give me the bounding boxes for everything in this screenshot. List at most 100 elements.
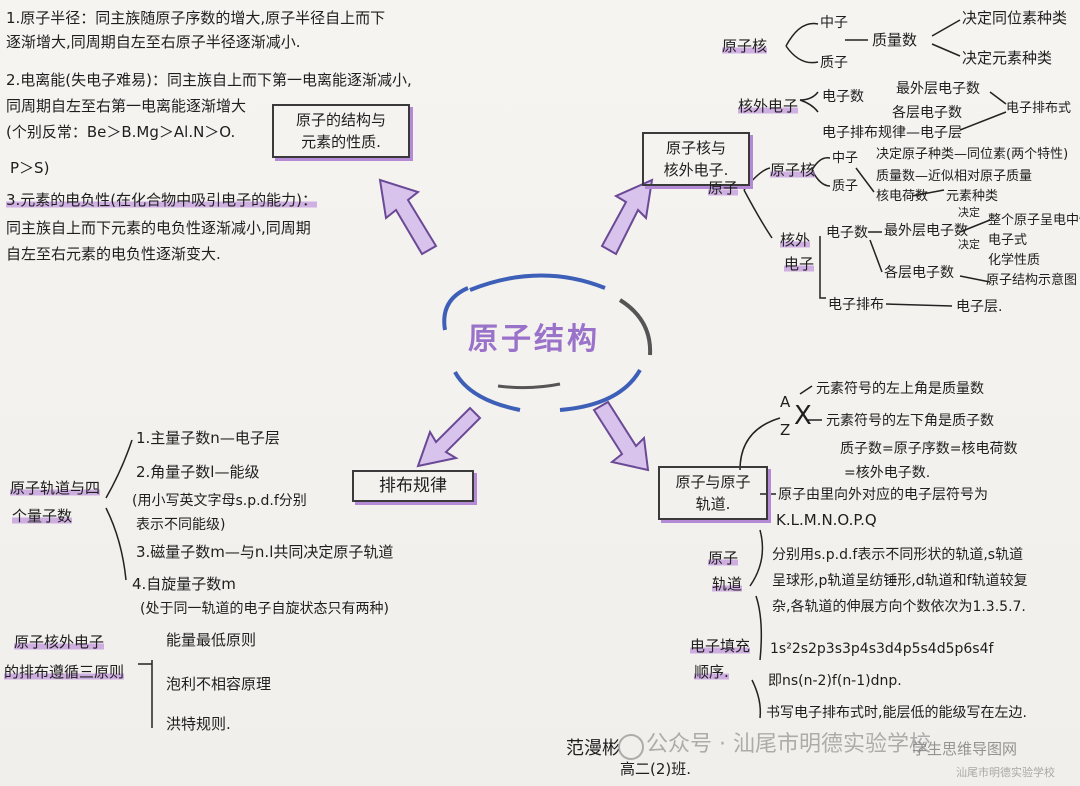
label-quantum-1: 原子轨道与四 — [10, 478, 101, 498]
center-ring-inner — [497, 382, 561, 390]
electronegativity-line3: 自左至右元素的电负性逐渐变大. — [6, 245, 221, 263]
watermark-sub: 汕尾市明德实验学校 — [956, 766, 1055, 779]
label-p1: 能量最低原则 — [166, 631, 257, 649]
box-title-line: 轨道. — [695, 495, 731, 513]
ionization-line1: 2.电离能(失电子难易)：同主族自上而下第一电离能逐渐减小, — [6, 71, 412, 89]
nucleus-electrons-box: 原子核与 核外电子. — [642, 132, 750, 186]
label-electron-count-2: 电子数 — [826, 225, 868, 241]
label-a: A — [780, 393, 791, 411]
arrow-to-rules — [416, 406, 482, 468]
label-neutron: 中子 — [820, 15, 848, 31]
label-layer: 电子层. — [956, 299, 1003, 315]
label-principles-1: 原子核外电子 — [14, 632, 105, 652]
label-upper-left: 元素符号的左上角是质量数 — [816, 381, 984, 397]
label-outer-electrons: 核外电子 — [738, 96, 799, 116]
label-decides-isotope: 决定同位素种类 — [962, 9, 1068, 27]
label-decide-small: 决定 — [958, 206, 980, 219]
center-topic: 原子结构 — [468, 322, 600, 357]
center-ring-left — [442, 286, 469, 331]
label-q2: 2.角量子数l—能级 — [136, 463, 260, 481]
label-orb2: 呈球形,p轨道呈纺锤形,d轨道和f轨道较复 — [772, 573, 1028, 589]
label-whole-atom: 整个原子呈电中性 — [988, 213, 1080, 228]
label-outer-2b: 电子 — [784, 254, 815, 274]
label-outermost-2: 最外层电子数 — [884, 223, 968, 239]
arrangement-rules-box: 排布规律 — [352, 470, 474, 502]
label-note: 书写电子排布式时,能层低的能级写在左边. — [766, 705, 1027, 721]
label-electron-count: 电子数 — [822, 89, 864, 105]
label-p3: 洪特规则. — [166, 715, 231, 733]
label-nucleus: 原子核 — [722, 36, 768, 56]
watermark-main: 公众号 · 汕尾市明德实验学校 — [646, 732, 931, 757]
box-title-line: 原子核与 — [665, 139, 726, 157]
box-title-line: 元素的性质. — [301, 133, 381, 151]
label-atom-orbital-2: 轨道 — [712, 574, 743, 594]
label-chemical-property: 化学性质 — [988, 253, 1041, 268]
label-arrangement: 电子排布 — [828, 297, 884, 313]
label-proton-2: 质子 — [832, 179, 859, 194]
label-electron-formula: 电子式 — [988, 233, 1028, 248]
label-eq2: =核外电子数. — [844, 465, 931, 481]
label-quantum-2: 个量子数 — [12, 506, 73, 526]
label-z: Z — [780, 421, 791, 439]
arrow-to-orbitals — [592, 400, 650, 472]
label-x: X — [794, 401, 812, 431]
label-outer-2: 核外 — [780, 230, 811, 250]
ionization-line2: 同周期自左至右第一电离能逐渐增大 — [6, 97, 247, 115]
label-seq: 1s²2s2p3s3p4s3d4p5s4d5p6s4f — [770, 641, 994, 657]
label-fill-2: 顺序. — [694, 662, 729, 682]
structure-properties-box: 原子的结构与 元素的性质. — [272, 104, 410, 158]
label-each-layer: 各层电子数 — [892, 105, 962, 121]
label-lower-left: 元素符号的左下角是质子数 — [826, 413, 994, 429]
label-element-kind: 元素种类 — [946, 189, 999, 204]
class-name: 高二(2)班. — [620, 760, 692, 778]
atomic-radius-line1: 1.原子半径：同主族随原子序数的增大,原子半径自上而下 — [6, 9, 386, 27]
label-layers: K.L.M.N.O.P.Q — [776, 511, 877, 529]
label-atom-nucleus: 原子核 — [770, 160, 816, 180]
label-principles-2: 的排布遵循三原则 — [4, 662, 125, 682]
label-mass-number-2: 质量数—近似相对原子质量 — [876, 169, 1033, 184]
box-title-line: 原子的结构与 — [295, 111, 386, 129]
center-ring-right — [618, 298, 653, 356]
label-layers-line: 原子由里向外对应的电子层符号为 — [778, 487, 988, 503]
center-ring-bottom-right — [559, 368, 642, 412]
wechat-icon — [618, 734, 644, 760]
ionization-exceptions-2: P＞S) — [10, 159, 50, 177]
label-seq2: 即ns(n-2)f(n-1)dnp. — [768, 673, 902, 689]
electronegativity-line1: 3.元素的电负性(在化合物中吸引电子的能力)： — [6, 190, 318, 210]
arrow-to-structure — [378, 178, 438, 256]
box-title-line: 原子与原子 — [675, 473, 751, 491]
atomic-radius-line2: 逐渐增大,同周期自左至右原子半径逐渐减小. — [6, 33, 301, 51]
electronegativity-line2: 同主族自上而下元素的电负性逐渐减小,同周期 — [6, 219, 311, 237]
label-fill-1: 电子填充 — [690, 636, 751, 656]
label-eq1: 质子数=原子序数=核电荷数 — [840, 441, 1018, 457]
label-q2b: 表示不同能级) — [136, 517, 226, 533]
label-config-rule: 电子排布规律—电子层 — [822, 125, 962, 141]
label-config-formula: 电子排布式 — [1006, 101, 1072, 116]
center-ring-top — [469, 273, 606, 292]
label-proton: 质子 — [820, 55, 848, 71]
label-p2: 泡利不相容原理 — [166, 675, 272, 693]
label-q4a: (处于同一轨道的电子自旋状态只有两种) — [140, 601, 389, 617]
label-mass-number: 质量数 — [872, 31, 918, 49]
label-neutron-2: 中子 — [832, 151, 859, 166]
label-nuclear-charge: 核电荷数 — [876, 189, 929, 204]
label-decides-element: 决定元素种类 — [962, 49, 1053, 67]
box-title-line: 核外电子. — [663, 161, 729, 179]
label-orb1: 分别用s.p.d.f表示不同形状的轨道,s轨道 — [772, 547, 1024, 563]
label-atom-orbital-1: 原子 — [708, 548, 739, 568]
label-q2a: (用小写英文字母s.p.d.f分别 — [132, 493, 307, 509]
ionization-exceptions: (个别反常：Be＞B.Mg＞Al.N＞O. — [6, 123, 236, 141]
label-outermost: 最外层电子数 — [896, 81, 980, 97]
watermark-tag: 学生思维导图网 — [912, 740, 1018, 758]
label-decide-small-2: 决定 — [958, 238, 980, 251]
label-q1: 1.主量子数n—电子层 — [136, 429, 280, 447]
orbitals-box: 原子与原子 轨道. — [658, 466, 768, 520]
center-ring-bottom-left — [453, 370, 521, 412]
label-orb3: 杂,各轨道的伸展方向个数依次为1.3.5.7. — [772, 599, 1026, 615]
label-q3: 3.磁量子数m—与n.l共同决定原子轨道 — [136, 543, 394, 561]
label-each-layer-2: 各层电子数 — [884, 265, 954, 281]
arrow-to-nucleus — [600, 178, 654, 256]
label-decides-nuclide: 决定原子种类—同位素(两个特性) — [876, 147, 1069, 162]
